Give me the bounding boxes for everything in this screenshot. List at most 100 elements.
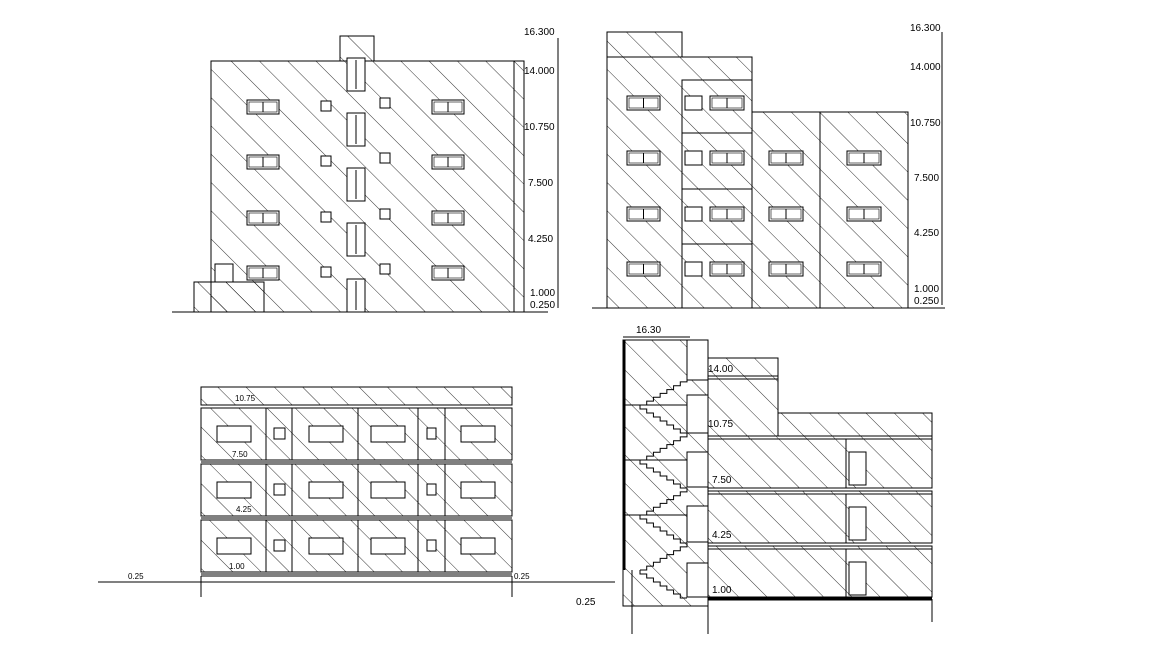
front-window-set	[246, 57, 465, 313]
window-glass	[433, 212, 463, 224]
window-glass	[433, 101, 463, 113]
window	[709, 206, 745, 222]
vent	[320, 211, 332, 223]
section-b: 16.30 14.00 10.75 7.50 4.25 1.00 0.25	[576, 325, 933, 634]
level-label: 10.750	[910, 118, 941, 129]
window-glass	[770, 152, 802, 164]
front-level-marks: 16.300 14.000 10.750 7.500 4.250 1.000 0…	[524, 27, 555, 311]
level-label: 7.500	[914, 173, 939, 184]
level-label: 4.25	[712, 530, 732, 541]
level-label: 1.000	[530, 288, 555, 299]
window-glass	[711, 263, 743, 275]
stair-flight	[639, 460, 687, 489]
opening	[426, 427, 437, 440]
opening	[308, 481, 344, 499]
window	[684, 150, 703, 166]
window-glass	[711, 152, 743, 164]
level-label: 1.00	[229, 562, 245, 571]
level-label: 0.250	[914, 296, 939, 307]
window	[246, 99, 280, 115]
vent	[320, 100, 332, 112]
floor-band	[200, 463, 513, 517]
side-level-marks: 16.300 14.000 10.750 7.500 4.250 1.000 0…	[910, 23, 941, 307]
level-label: 1.000	[914, 284, 939, 295]
level-label: 4.250	[528, 234, 553, 245]
window	[626, 150, 661, 166]
window	[246, 154, 280, 170]
window-glass	[433, 267, 463, 279]
level-label: 0.250	[530, 300, 555, 311]
entrance-porch	[193, 281, 265, 313]
window-glass	[848, 263, 880, 275]
stair-flight	[640, 433, 688, 461]
stair-flights	[639, 378, 688, 599]
level-label: 10.75	[235, 394, 256, 403]
stair-flight	[639, 405, 687, 434]
level-label: 7.50	[232, 450, 248, 459]
stair-tower	[339, 35, 375, 62]
opening	[216, 425, 252, 443]
level-label: 16.30	[636, 325, 661, 336]
window	[431, 99, 465, 115]
vent	[320, 155, 332, 167]
door-opening	[848, 451, 867, 486]
window	[431, 210, 465, 226]
section-b-floors	[623, 339, 933, 598]
roof-slab	[777, 412, 933, 437]
window	[684, 95, 703, 111]
opening	[308, 537, 344, 555]
level-label: 4.250	[914, 228, 939, 239]
level-label: 10.750	[524, 122, 555, 133]
opening	[426, 539, 437, 552]
window-glass	[248, 212, 278, 224]
level-label: 14.000	[910, 62, 941, 73]
window-glass	[628, 208, 659, 220]
window-glass	[711, 97, 743, 109]
opening	[216, 481, 252, 499]
opening	[426, 483, 437, 496]
window	[626, 261, 661, 277]
vent	[320, 266, 332, 278]
vent	[379, 97, 391, 109]
window	[684, 261, 703, 277]
floor-band	[707, 545, 933, 598]
window	[846, 206, 882, 222]
window	[709, 95, 745, 111]
section-b-level-marks: 16.30 14.00 10.75 7.50 4.25 1.00 0.25	[576, 325, 733, 608]
stair-flight	[640, 543, 688, 571]
side-window-set	[626, 95, 882, 277]
stair-flight	[640, 378, 688, 406]
level-label: 0.25	[128, 572, 144, 581]
window	[684, 206, 703, 222]
stair-opening	[686, 451, 709, 488]
window-glass	[628, 152, 659, 164]
opening	[273, 539, 286, 552]
vent	[379, 152, 391, 164]
side-elevation: 16.300 14.000 10.750 7.500 4.250 1.000 0…	[592, 23, 945, 309]
window-glass	[433, 156, 463, 168]
section-a: 10.75 7.50 4.25 1.00 0.25 0.25	[98, 386, 615, 597]
level-label: 0.25	[576, 597, 596, 608]
window	[246, 210, 280, 226]
floor-band	[707, 490, 933, 544]
stair-opening	[686, 505, 709, 543]
door-opening	[848, 561, 867, 596]
window	[431, 154, 465, 170]
opening	[460, 425, 496, 443]
window-glass	[628, 263, 659, 275]
upper-floor	[707, 357, 779, 437]
opening	[370, 537, 406, 555]
window	[626, 206, 661, 222]
opening	[460, 537, 496, 555]
opening	[370, 425, 406, 443]
stair-opening	[686, 562, 709, 598]
floor-band	[200, 407, 513, 461]
section-a-level-marks: 10.75 7.50 4.25 1.00 0.25 0.25	[128, 394, 530, 581]
vent	[379, 208, 391, 220]
opening	[216, 537, 252, 555]
window	[709, 150, 745, 166]
front-elevation: 16.300 14.000 10.750 7.500 4.250 1.000 0…	[172, 27, 559, 313]
window	[846, 150, 882, 166]
level-label: 7.50	[712, 475, 732, 486]
